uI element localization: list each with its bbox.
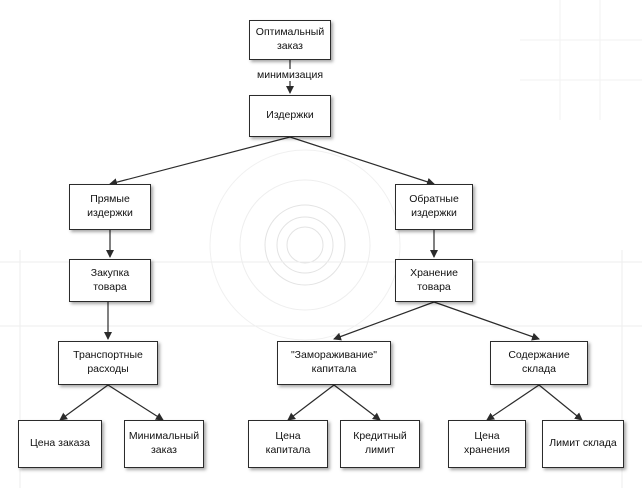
edge-warehouse-to-storage-price (486, 384, 540, 421)
node-purchase: Закупка товара (69, 259, 151, 302)
node-capital-price: Цена капитала (248, 420, 328, 468)
node-freezing: "Замораживание" капитала (277, 341, 391, 385)
edges (59, 60, 583, 421)
edge-storage-to-freezing (333, 301, 435, 341)
edge-storage-to-warehouse (433, 301, 540, 341)
node-credit-limit: Кредитный лимит (340, 420, 420, 468)
node-minimal-order: Минимальный заказ (124, 420, 204, 468)
node-costs: Издержки (249, 95, 331, 137)
edge-freezing-to-credit-limit (333, 384, 381, 421)
edge-transport-to-order-price (59, 384, 109, 421)
edge-freezing-to-capital-price (287, 384, 335, 421)
node-order-price: Цена заказа (18, 420, 102, 468)
edge-label-minimization: минимизация (255, 69, 326, 81)
node-warehouse: Содержание склада (490, 341, 588, 385)
node-storage: Хранение товара (395, 259, 473, 302)
node-indirect-costs: Обратные издержки (395, 184, 473, 230)
edge-warehouse-to-warehouse-limit (538, 384, 583, 421)
node-transport: Транспортные расходы (58, 341, 158, 385)
edge-costs-to-direct (109, 136, 291, 187)
node-direct-costs: Прямые издержки (69, 184, 151, 230)
edge-costs-to-indirect (289, 136, 435, 186)
node-warehouse-limit: Лимит склада (542, 420, 624, 468)
node-storage-price: Цена хранения (448, 420, 526, 468)
edge-transport-to-minimal-order (107, 384, 164, 421)
node-optimal-order: Оптимальный заказ (249, 20, 331, 60)
